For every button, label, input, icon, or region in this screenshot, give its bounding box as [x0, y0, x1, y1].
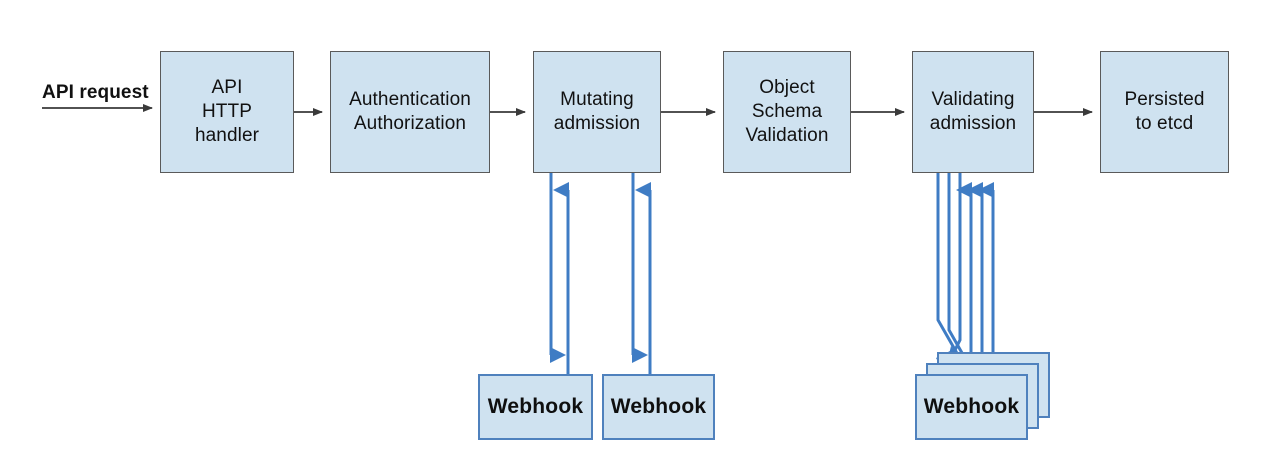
webhook-box-validating-stack-front[interactable]: Webhook [915, 374, 1028, 440]
webhook-box-mutating-1[interactable]: Webhook [478, 374, 593, 440]
webhook-arrow-validating-call-2 [936, 173, 968, 372]
node-persisted-to-etcd[interactable]: Persisted to etcd [1100, 51, 1229, 173]
node-validating-admission[interactable]: Validating admission [912, 51, 1034, 173]
node-object-schema-validation[interactable]: Object Schema Validation [723, 51, 851, 173]
webhook-arrow-validating-call-3 [934, 173, 962, 382]
node-api-http-handler[interactable]: API HTTP handler [160, 51, 294, 173]
webhook-arrow-validating-call-1 [936, 173, 962, 363]
node-mutating-admission[interactable]: Mutating admission [533, 51, 661, 173]
webhook-box-mutating-2[interactable]: Webhook [602, 374, 715, 440]
edge-label-api-request: API request [42, 82, 149, 103]
node-authentication-authorization[interactable]: Authentication Authorization [330, 51, 490, 173]
